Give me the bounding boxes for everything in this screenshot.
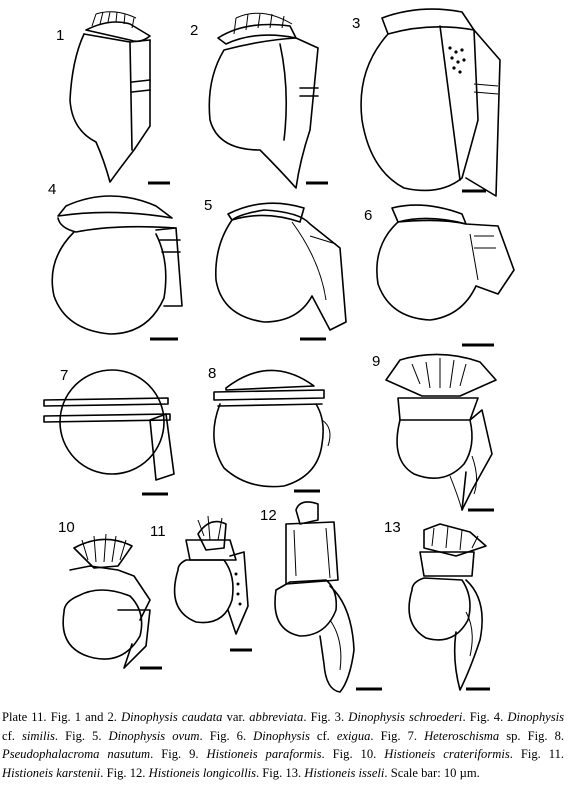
figure-6-drawing: 6	[364, 204, 515, 347]
caption-species: Histioneis paraformis	[206, 747, 322, 761]
caption-fig-ref: Fig. 9.	[161, 747, 199, 761]
figure-9-number: 9	[372, 353, 380, 370]
caption-species: Dinophysis caudata	[121, 710, 223, 724]
figure-12-drawing: 12	[260, 501, 382, 693]
caption-rank: var.	[226, 710, 246, 724]
caption-rank: cf.	[2, 728, 15, 743]
figure-1-number: 1	[56, 27, 64, 44]
caption-species: Heteroschisma	[424, 728, 500, 743]
figure-13-number: 13	[384, 519, 401, 536]
caption-species: Histioneis isseli	[304, 765, 385, 780]
caption-species: Pseudophalacroma nasutum	[2, 747, 151, 761]
plate-figure: 1 2 3 4	[43, 8, 515, 693]
caption-scale-bar-note: Scale bar: 10 µm.	[390, 765, 480, 780]
figure-8-drawing: 8	[208, 365, 331, 493]
figure-2-drawing: 2	[190, 12, 328, 189]
figure-5-drawing: 5	[204, 197, 347, 341]
figure-12-number: 12	[260, 507, 277, 524]
caption-species: Histioneis karstenii	[2, 765, 101, 780]
caption-fig-ref: Fig. 3.	[310, 710, 345, 724]
figure-10-number: 10	[58, 519, 75, 536]
caption-fig-ref: Fig. 11.	[520, 747, 565, 761]
figure-3-number: 3	[352, 15, 360, 32]
caption-species: Dinophysis ovum	[108, 728, 200, 743]
caption-fig-ref: Fig. 5.	[65, 728, 102, 743]
caption-fig-ref: Fig. 6.	[209, 728, 247, 743]
figure-7-number: 7	[60, 367, 68, 384]
caption-species: abbreviata	[249, 710, 304, 724]
caption-species: Dinophysis	[253, 728, 310, 743]
caption-rank: cf.	[316, 728, 330, 743]
caption-fig-ref: Fig. 8.	[527, 728, 565, 743]
figure-8-number: 8	[208, 365, 216, 382]
caption-fig-ref: Fig. 7.	[380, 728, 418, 743]
caption-fig-ref: Fig. 10.	[332, 747, 377, 761]
caption-species: Histioneis longicollis	[148, 765, 256, 780]
figure-10-drawing: 10	[58, 519, 162, 670]
caption-species: exigua	[336, 728, 371, 743]
plate-caption: Plate 11. Fig. 1 and 2. Dinophysis cauda…	[2, 710, 565, 780]
caption-fig-ref: Fig. 1 and 2.	[50, 710, 117, 724]
caption-species: Dinophysis schroederi	[348, 710, 463, 724]
caption-species: Histioneis crateriformis	[384, 747, 510, 761]
figure-11-number: 11	[150, 523, 166, 540]
figure-9-drawing: 9	[372, 353, 497, 512]
figure-5-number: 5	[204, 197, 212, 214]
figure-3-drawing: 3	[352, 8, 501, 197]
caption-fig-ref: Fig. 13.	[262, 765, 302, 780]
caption-rank: sp.	[506, 728, 521, 743]
figure-4-drawing: 4	[48, 181, 183, 341]
figure-4-number: 4	[48, 181, 56, 198]
caption-fig-ref: Fig. 12.	[106, 765, 146, 780]
figure-6-number: 6	[364, 207, 372, 224]
figure-11-drawing: 11	[150, 515, 252, 652]
figure-7-drawing: 7	[43, 367, 175, 496]
figure-1-drawing: 1	[56, 11, 170, 185]
figure-13-drawing: 13	[384, 519, 490, 691]
caption-fig-ref: Fig. 4.	[469, 710, 504, 724]
caption-species: similis	[21, 728, 55, 743]
caption-plate-label: Plate 11.	[2, 710, 47, 724]
caption-species: Dinophysis	[507, 710, 565, 724]
figure-2-number: 2	[190, 22, 198, 39]
